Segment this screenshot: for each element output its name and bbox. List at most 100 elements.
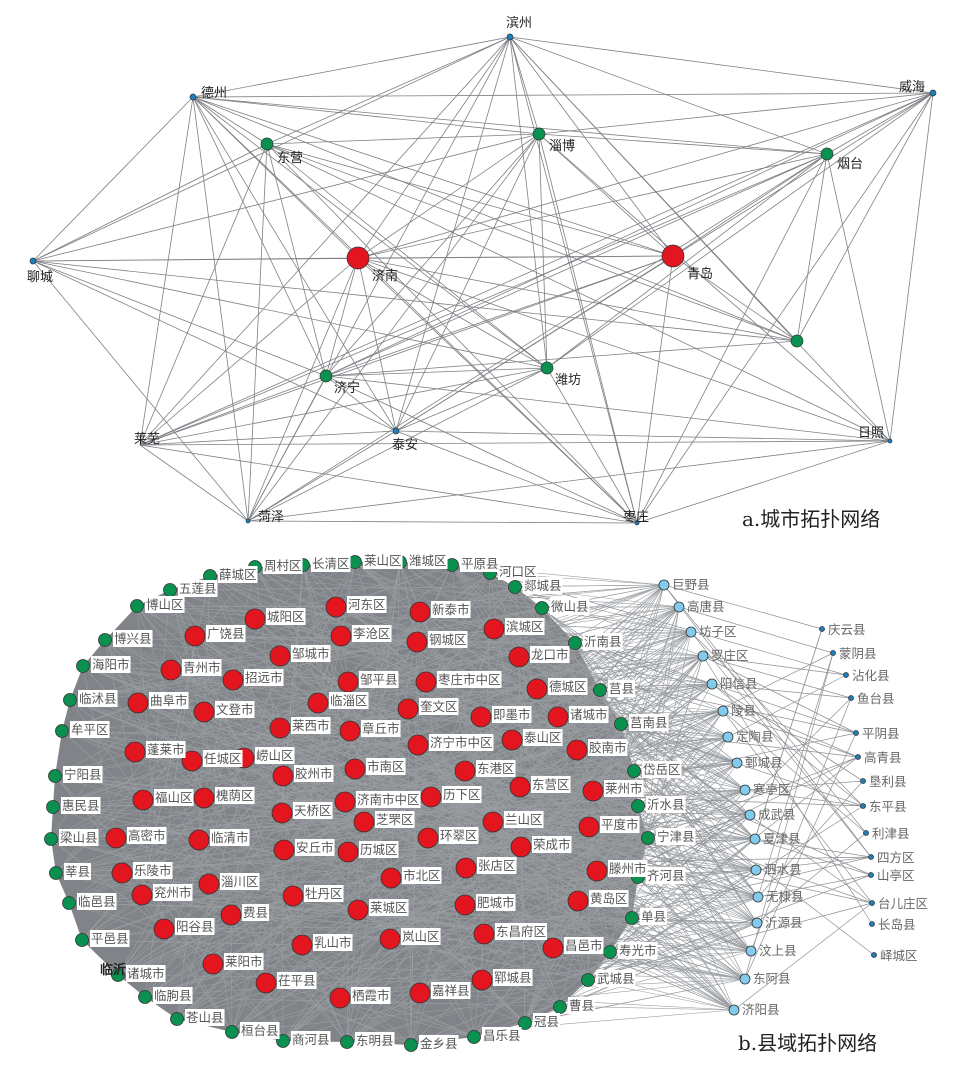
county-node-core[interactable] bbox=[337, 671, 359, 693]
county-node-semi[interactable] bbox=[603, 945, 617, 959]
county-node-periphery[interactable] bbox=[863, 830, 869, 836]
county-node-core[interactable] bbox=[567, 890, 589, 912]
county-node-semi-periphery[interactable] bbox=[752, 891, 764, 903]
county-node-semi[interactable] bbox=[111, 968, 125, 982]
county-node-core[interactable] bbox=[344, 758, 366, 780]
county-node-core[interactable] bbox=[501, 729, 523, 751]
city-node-periphery[interactable] bbox=[245, 518, 251, 524]
county-node-semi[interactable] bbox=[163, 583, 177, 597]
county-node-semi[interactable] bbox=[75, 933, 89, 947]
county-node-semi[interactable] bbox=[467, 1030, 481, 1044]
county-node-core[interactable] bbox=[111, 862, 133, 884]
county-node-semi[interactable] bbox=[581, 973, 595, 987]
county-node-semi-periphery[interactable] bbox=[731, 757, 743, 769]
county-node-core[interactable] bbox=[415, 671, 437, 693]
county-node-core[interactable] bbox=[160, 659, 182, 681]
county-node-core[interactable] bbox=[508, 646, 530, 668]
county-node-core[interactable] bbox=[124, 741, 146, 763]
county-node-core[interactable] bbox=[454, 760, 476, 782]
city-node-periphery[interactable] bbox=[506, 33, 514, 41]
city-node-semi[interactable] bbox=[532, 127, 546, 141]
county-node-core[interactable] bbox=[193, 787, 215, 809]
county-node-core[interactable] bbox=[105, 827, 127, 849]
county-node-semi[interactable] bbox=[627, 764, 641, 778]
county-node-core[interactable] bbox=[291, 934, 313, 956]
county-node-core[interactable] bbox=[482, 811, 504, 833]
county-node-core[interactable] bbox=[193, 701, 215, 723]
county-node-semi-periphery[interactable] bbox=[722, 731, 734, 743]
county-node-core[interactable] bbox=[483, 618, 505, 640]
county-node-core[interactable] bbox=[220, 904, 242, 926]
county-node-core[interactable] bbox=[127, 692, 149, 714]
county-node-semi-periphery[interactable] bbox=[728, 1004, 740, 1016]
county-node-semi[interactable] bbox=[568, 636, 582, 650]
county-node-core[interactable] bbox=[325, 596, 347, 618]
county-node-semi[interactable] bbox=[625, 911, 639, 925]
county-node-core[interactable] bbox=[198, 873, 220, 895]
county-node-core[interactable] bbox=[339, 720, 361, 742]
county-node-core[interactable] bbox=[337, 841, 359, 863]
county-node-core[interactable] bbox=[455, 857, 477, 879]
county-node-core[interactable] bbox=[271, 802, 293, 824]
county-node-core[interactable] bbox=[222, 669, 244, 691]
county-node-core[interactable] bbox=[202, 953, 224, 975]
county-node-periphery[interactable] bbox=[853, 730, 859, 736]
county-node-semi-periphery[interactable] bbox=[745, 945, 757, 957]
county-node-core[interactable] bbox=[132, 789, 154, 811]
county-node-core[interactable] bbox=[131, 884, 153, 906]
county-node-periphery[interactable] bbox=[869, 921, 875, 927]
county-node-core[interactable] bbox=[255, 972, 277, 994]
county-node-semi[interactable] bbox=[276, 1034, 290, 1048]
city-node-periphery[interactable] bbox=[29, 257, 37, 265]
county-node-core[interactable] bbox=[526, 678, 548, 700]
county-node-semi[interactable] bbox=[641, 831, 655, 845]
county-node-core[interactable] bbox=[582, 780, 604, 802]
county-node-core[interactable] bbox=[470, 706, 492, 728]
county-node-periphery[interactable] bbox=[860, 778, 866, 784]
county-node-core[interactable] bbox=[542, 937, 564, 959]
county-node-semi-periphery[interactable] bbox=[697, 650, 709, 662]
county-node-core[interactable] bbox=[397, 698, 419, 720]
city-node-semi[interactable] bbox=[319, 369, 333, 383]
county-node-core[interactable] bbox=[188, 829, 210, 851]
city-node-core[interactable] bbox=[661, 244, 685, 268]
city-node-semi[interactable] bbox=[260, 137, 274, 151]
city-node-core[interactable] bbox=[346, 246, 370, 270]
county-node-periphery[interactable] bbox=[848, 695, 854, 701]
county-node-semi[interactable] bbox=[49, 866, 63, 880]
county-node-core[interactable] bbox=[334, 791, 356, 813]
city-node-semi[interactable] bbox=[820, 147, 834, 161]
city-node-periphery[interactable] bbox=[189, 93, 197, 101]
county-node-core[interactable] bbox=[509, 776, 531, 798]
county-node-semi[interactable] bbox=[98, 633, 112, 647]
county-node-core[interactable] bbox=[510, 836, 532, 858]
county-node-periphery[interactable] bbox=[869, 900, 875, 906]
county-node-core[interactable] bbox=[586, 860, 608, 882]
county-node-core[interactable] bbox=[307, 692, 329, 714]
county-node-core[interactable] bbox=[420, 786, 442, 808]
city-node-semi[interactable] bbox=[790, 334, 804, 348]
county-node-semi-periphery[interactable] bbox=[749, 833, 761, 845]
county-node-periphery[interactable] bbox=[860, 803, 866, 809]
city-node-periphery[interactable] bbox=[634, 520, 640, 526]
county-node-semi[interactable] bbox=[63, 693, 77, 707]
county-node-core[interactable] bbox=[406, 631, 428, 653]
county-node-core[interactable] bbox=[353, 811, 375, 833]
county-node-semi[interactable] bbox=[631, 799, 645, 813]
county-node-semi[interactable] bbox=[48, 769, 62, 783]
county-node-periphery[interactable] bbox=[819, 626, 825, 632]
county-node-semi[interactable] bbox=[535, 601, 549, 615]
county-node-core[interactable] bbox=[547, 706, 569, 728]
county-node-core[interactable] bbox=[409, 601, 431, 623]
county-node-semi-periphery[interactable] bbox=[739, 784, 751, 796]
county-node-semi[interactable] bbox=[518, 1016, 532, 1030]
county-node-semi[interactable] bbox=[130, 599, 144, 613]
county-node-periphery[interactable] bbox=[830, 650, 836, 656]
county-node-periphery[interactable] bbox=[871, 952, 877, 958]
county-node-core[interactable] bbox=[330, 625, 352, 647]
county-node-semi-periphery[interactable] bbox=[744, 809, 756, 821]
county-node-core[interactable] bbox=[329, 987, 351, 1009]
county-node-core[interactable] bbox=[244, 608, 266, 630]
county-node-core[interactable] bbox=[454, 894, 476, 916]
county-node-semi[interactable] bbox=[44, 832, 58, 846]
